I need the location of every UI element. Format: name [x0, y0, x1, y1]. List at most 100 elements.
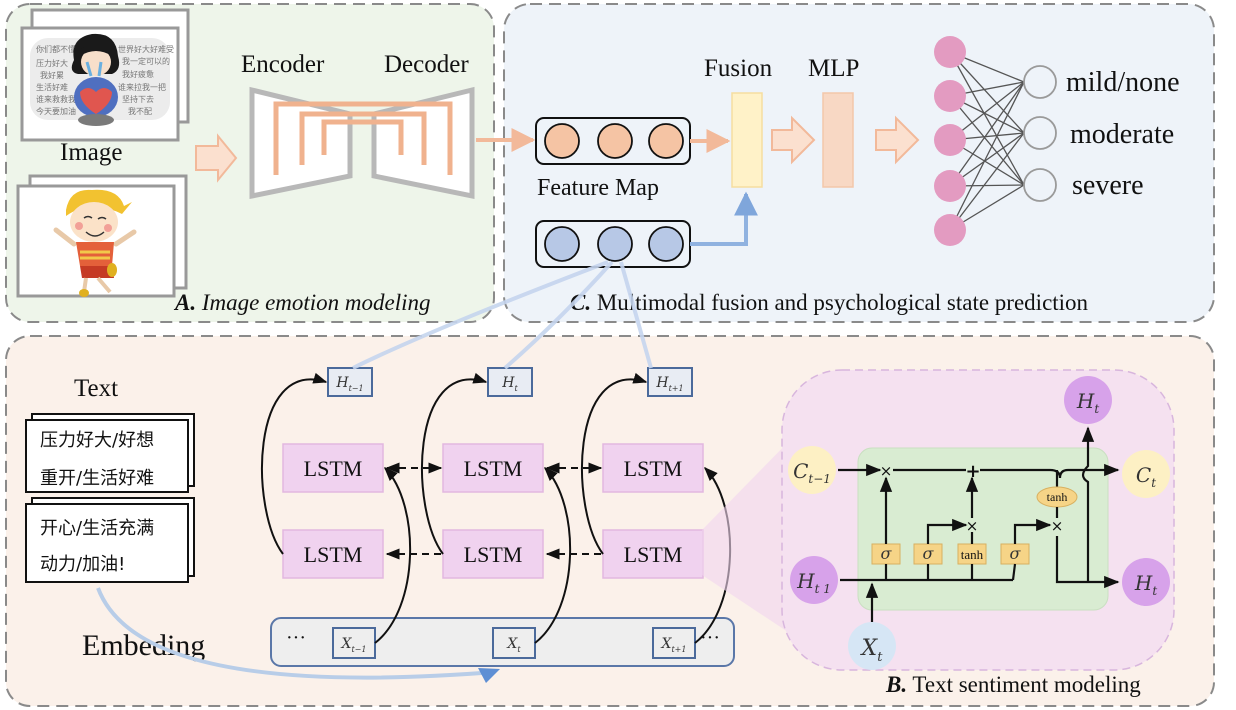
text-feature-node [648, 226, 684, 262]
hidden-neuron [934, 80, 966, 112]
text-feature-to-fusion-arrow [690, 191, 758, 246]
happy-image-stack [16, 174, 188, 298]
output-neuron [1023, 65, 1057, 99]
feature-map-label: Feature Map [537, 175, 659, 201]
sad-image-text-left: 你们都不懂 压力好大 我好累 生活好难 谁来救救我 今天要加油 [36, 44, 76, 116]
svg-text:世界好大好难受: 世界好大好难受 [118, 44, 174, 54]
hidden-prev-label: Ht 1 [796, 569, 831, 596]
hidden-up-line [1081, 426, 1095, 582]
lstm-label: LSTM [624, 542, 683, 567]
lstm-label: LSTM [304, 456, 363, 481]
classifier-connection [949, 51, 1025, 134]
input-token-box [492, 627, 536, 659]
hidden-prev-node [790, 556, 838, 604]
svg-text:你们都不懂: 你们都不懂 [36, 44, 76, 54]
classifier-connection [949, 81, 1025, 231]
mlp-to-classifier-arrow [875, 115, 920, 165]
tanh-label: tanh [1047, 490, 1068, 504]
sad-image-text-right: 世界好大好难受 我一定可以的 我好疲惫 谁来拉我一把 坚持下去 我不配 [118, 44, 174, 116]
embedding-ellipsis-left: ··· [286, 627, 306, 649]
svg-text:谁来救救我: 谁来救救我 [36, 94, 76, 104]
text-to-embedding-arrowhead [478, 668, 500, 683]
hidden-state-box [327, 367, 373, 397]
panel-b-caption: B. Text sentiment modeling [885, 672, 1141, 697]
encoder-label: Encoder [241, 51, 325, 78]
multiply-op: × [1051, 517, 1064, 535]
output-gate-line [1013, 518, 1052, 544]
encoder-decoder-network [249, 86, 475, 200]
cell-state-prev-node [788, 446, 836, 494]
output-neuron [1023, 116, 1057, 150]
hidden-state-label: Ht+1 [655, 375, 683, 393]
svg-text:压力好大: 压力好大 [36, 58, 68, 68]
lstm-label: LSTM [464, 456, 523, 481]
backward-lstm-cell [442, 529, 544, 579]
classifier-connection [949, 132, 1025, 231]
gate-label: σ [923, 544, 935, 563]
output-label-severe: severe [1072, 170, 1144, 201]
svg-text:我一定可以的: 我一定可以的 [122, 56, 170, 66]
cell-state-next-label: Ct [1136, 463, 1156, 490]
add-op: + [965, 461, 980, 482]
decoder-label: Decoder [384, 51, 469, 78]
lstm-to-hidden-arrow [581, 372, 648, 555]
text-feature-map [535, 220, 691, 268]
text-feature-node [544, 226, 580, 262]
backward-lstm-cell [602, 529, 704, 579]
hidden-next-label: Ht [1134, 571, 1157, 598]
classifier-connection [949, 51, 1025, 186]
multiply-op: × [966, 517, 979, 535]
forward-lstm-cell [442, 443, 544, 493]
gate-label: tanh [961, 547, 984, 562]
hidden-state-box [487, 367, 533, 397]
input-to-lstm-arrow [534, 466, 572, 644]
svg-text:我不配: 我不配 [128, 106, 152, 116]
lstm-to-hidden-arrow [261, 372, 328, 555]
input-gate-line [926, 518, 968, 544]
cell-state-prev-label: Ct−1 [793, 459, 831, 486]
hidden-to-text-feature-flows [352, 260, 653, 370]
positive-text-line: 动力/加油! [40, 554, 125, 575]
hidden-output-node [1064, 376, 1112, 424]
positive-text-line: 开心/生活充满 [40, 518, 154, 539]
svg-text:谁来拉我一把: 谁来拉我一把 [118, 82, 166, 92]
fusion-block [731, 92, 763, 188]
lstm-to-hidden-arrow [421, 372, 488, 555]
negative-text-card: 压力好大/好想 重开/生活好难 [25, 413, 195, 493]
input-token-label: Xt−1 [341, 636, 367, 654]
svg-text:我好疲惫: 我好疲惫 [122, 69, 154, 79]
classifier-connection [949, 81, 1025, 187]
panel-text-sentiment: Text 压力好大/好想 重开/生活好难 开心/生活充满 动力/加油! Embe… [5, 335, 1215, 707]
gate-label: σ [1010, 544, 1022, 563]
cell-state-out-line [980, 463, 1120, 479]
sad-image-stack: 你们都不懂 压力好大 我好累 生活好难 谁来救救我 今天要加油 世界好大好难受 … [20, 8, 190, 142]
output-label-moderate: moderate [1070, 119, 1174, 150]
image-input-label: Image [60, 139, 122, 166]
bilstm-network: Ht−1Xt−1LSTMLSTMHtXtLSTMLSTMHt+1Xt+1LSTM… [261, 367, 732, 659]
multiply-op: × [880, 462, 893, 480]
panel-multimodal-fusion: Feature Map Fusion MLP mild/none moderat… [476, 3, 1215, 323]
cell-zoom-funnel [702, 430, 800, 640]
gate-stub [1011, 563, 1017, 581]
lstm-label: LSTM [304, 542, 363, 567]
lstm-label: LSTM [624, 456, 683, 481]
image-feature-node [597, 123, 633, 159]
panel-c-caption: C. Multimodal fusion and psychological s… [570, 290, 1089, 315]
forward-lstm-cell [282, 443, 384, 493]
output-neuron [1023, 168, 1057, 202]
mlp-block [822, 92, 854, 188]
classifier-connection [949, 95, 1025, 186]
hidden-state-label: Ht [501, 375, 518, 393]
crying-character-illustration [71, 33, 120, 126]
input-to-lstm-arrow [374, 466, 412, 644]
negative-text-line: 压力好大/好想 [40, 430, 154, 451]
panel-image-emotion: 你们都不懂 压力好大 我好累 生活好难 谁来救救我 今天要加油 世界好大好难受 … [5, 3, 495, 323]
svg-text:生活好难: 生活好难 [36, 82, 68, 92]
fusion-to-mlp-arrow [771, 115, 816, 165]
image-feature-node [544, 123, 580, 159]
cell-state-next-node [1122, 450, 1170, 498]
svg-text:今天要加油: 今天要加油 [36, 106, 76, 116]
